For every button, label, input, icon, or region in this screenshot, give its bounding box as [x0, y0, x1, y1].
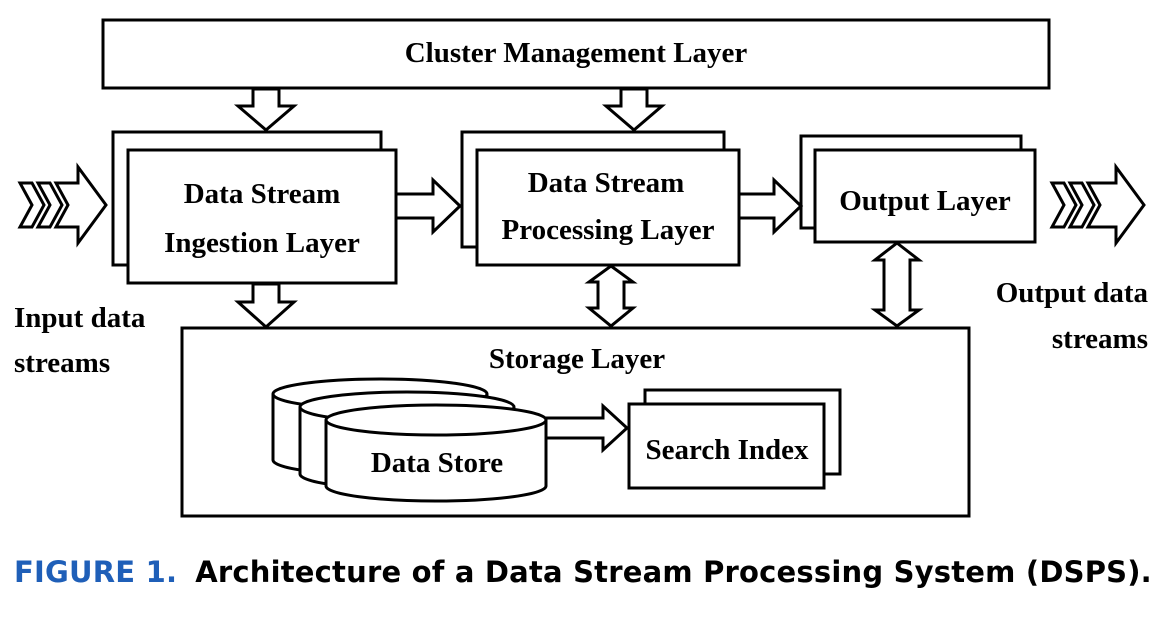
storage-layer-label: Storage Layer — [489, 343, 665, 375]
ingestion-to-storage-arrow — [234, 282, 298, 330]
processing-to-output-arrow — [737, 176, 804, 236]
input-stream-arrow — [17, 162, 108, 248]
cluster-to-ingestion-arrow — [233, 87, 299, 132]
cluster-management-label: Cluster Management Layer — [405, 37, 748, 69]
cluster-to-processing-arrow — [601, 87, 667, 132]
output-stream-arrow — [1049, 162, 1146, 248]
output-storage-double-arrow — [870, 241, 924, 328]
architecture-diagram: Cluster Management Layer Data Stream Ing… — [14, 18, 1149, 518]
output-layer: Output Layer — [799, 134, 1037, 244]
ingestion-to-processing-arrow — [394, 176, 463, 236]
figure-caption-text: Architecture of a Data Stream Processing… — [195, 555, 1152, 589]
processing-layer: Data Stream Processing Layer — [460, 130, 741, 267]
input-streams-label-line2: streams — [14, 347, 110, 379]
search-index: Search Index — [627, 388, 842, 490]
search-index-label: Search Index — [645, 434, 809, 466]
output-streams-label-line2: streams — [1052, 323, 1148, 355]
ingestion-layer: Data Stream Ingestion Layer — [111, 130, 398, 285]
ingestion-label-line2: Ingestion Layer — [164, 227, 360, 259]
processing-label-line2: Processing Layer — [502, 214, 715, 246]
processing-storage-double-arrow — [584, 264, 638, 328]
figure-caption: FIGURE 1. Architecture of a Data Stream P… — [14, 555, 1152, 589]
datastore-to-searchindex-arrow — [544, 402, 630, 454]
input-streams-label-line1: Input data — [14, 302, 146, 334]
data-store: Data Store — [271, 377, 548, 503]
processing-label-line1: Data Stream — [528, 167, 685, 199]
output-layer-label: Output Layer — [839, 185, 1011, 217]
figure-number: FIGURE 1. — [14, 555, 178, 589]
cluster-management-layer: Cluster Management Layer — [101, 18, 1051, 90]
data-store-label: Data Store — [371, 447, 503, 479]
ingestion-label-line1: Data Stream — [184, 178, 341, 210]
output-streams-label-line1: Output data — [996, 277, 1149, 309]
